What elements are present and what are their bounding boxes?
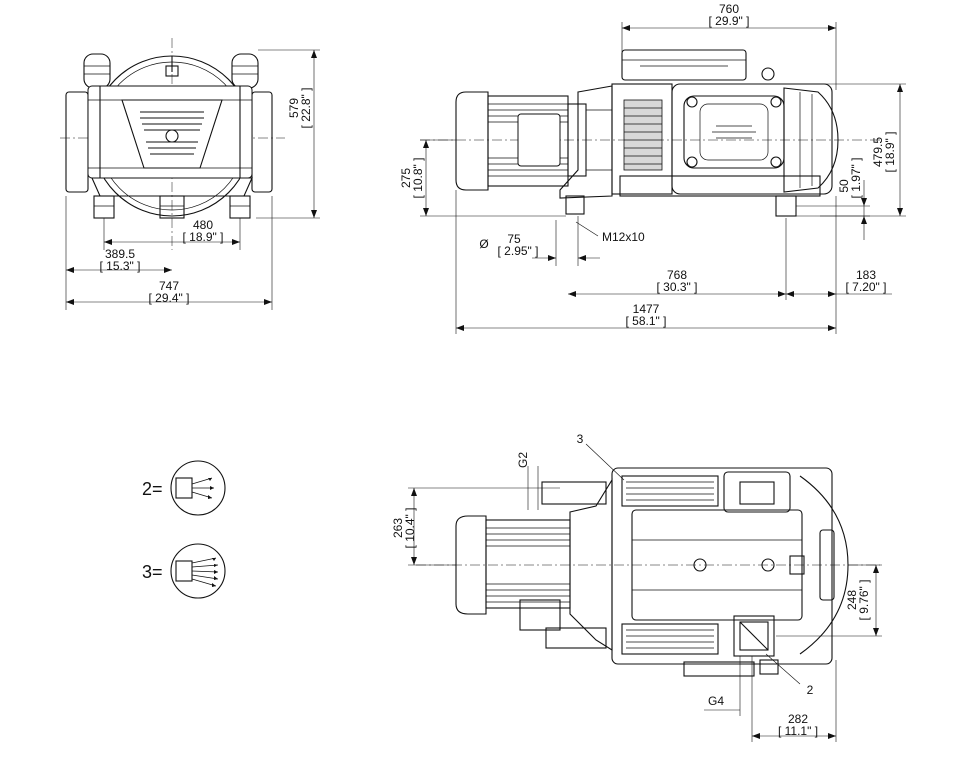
side-foot-mm: 50 [837,179,851,193]
front-dim-height: 579 [ 22.8" ] [256,49,320,219]
front-foot-span-in: [ 18.9" ] [183,230,224,244]
front-filter-cap-right [231,53,259,89]
top-dim-g2: G2 [516,452,539,510]
top-outlet-in: [ 9.76" ] [857,580,871,621]
front-width-mm: 747 [159,279,179,293]
top-callout-3: 3 [577,432,625,481]
callout-3: 3 [577,432,584,446]
side-foot-in: [ 1.97" ] [849,158,863,199]
foot-pitch-in: [ 30.3" ] [657,280,698,294]
total-length-in: [ 58.1" ] [626,314,667,328]
side-dim-top: 760 [ 29.9" ] [621,2,837,90]
side-dim-hole: Ø 75 [ 2.95" ] M12x10 [479,216,645,266]
side-hole-mm: 75 [507,232,521,246]
g4-label: G4 [708,694,724,708]
front-dim-center: 389.5 [ 15.3" ] [65,196,172,310]
top-fins-upper [626,481,714,501]
rear-offset-in: [ 7.20" ] [846,280,887,294]
side-dim-height: 479.5 [ 18.9" ] [770,83,906,217]
side-hole-in: [ 2.95" ] [498,244,539,258]
top-rear-mm: 282 [788,712,808,726]
top-dim-outlet: 248 [ 9.76" ] [776,564,882,637]
front-filter-cap-left [83,53,111,89]
side-top-mm: 760 [719,2,739,16]
side-dim-foot-pitch: 768 [ 30.3" ] [568,218,787,300]
top-dim-g4: G4 [704,656,753,716]
front-dim-foot-span: 480 [ 18.9" ] [103,218,241,250]
legend-label-3: 3= [142,562,163,582]
front-view [60,38,285,250]
side-top-in: [ 29.9" ] [709,14,750,28]
side-dim-total: 1477 [ 58.1" ] [455,190,836,334]
front-width-in: [ 29.4" ] [149,291,190,305]
front-foot-span-mm: 480 [193,218,213,232]
inlet-symbol-icon [170,460,226,516]
foot-pitch-mm: 768 [667,268,687,282]
outlet-symbol-icon [170,543,226,599]
front-height-mm: 579 [287,98,301,118]
legend-label-2: 2= [142,479,163,499]
callout-2: 2 [807,683,814,697]
front-dim-width: 747 [ 29.4" ] [66,196,273,310]
side-motor [455,91,587,191]
top-rear-in: [ 11.1" ] [778,724,818,738]
g2-label: G2 [516,452,530,468]
top-dim-inlet: 263 [ 10.4" ] [391,487,560,566]
legend: 2= 3= [142,460,226,599]
rear-offset-mm: 183 [856,268,876,282]
side-axis-in: [ 10.8" ] [411,158,425,199]
top-view [416,467,880,677]
thread-label: M12x10 [602,230,645,244]
top-inlet-in: [ 10.4" ] [403,508,417,549]
diameter-symbol: Ø [479,237,488,251]
total-length-mm: 1477 [633,302,660,316]
side-view [420,49,880,217]
side-dim-foot: 50 [ 1.97" ] [796,158,870,240]
side-grille-lines [624,107,662,165]
side-dim-axis: 275 [ 10.8" ] [399,139,566,217]
top-inlet-mm: 263 [391,518,405,538]
front-center-in: [ 15.3" ] [100,259,141,273]
top-fins-lower [626,629,714,649]
front-center-mm: 389.5 [105,247,135,261]
top-callout-2: 2 [765,653,814,697]
side-dim-rear: 183 [ 7.20" ] [786,196,892,334]
side-height-mm: 479.5 [871,137,885,167]
top-dim-rear: 282 [ 11.1" ] [751,660,837,742]
side-axis-mm: 275 [399,168,413,188]
top-outlet-mm: 248 [845,590,859,610]
top-motor [455,515,571,631]
side-height-in: [ 18.9" ] [883,132,897,173]
front-height-in: [ 22.8" ] [299,88,313,129]
